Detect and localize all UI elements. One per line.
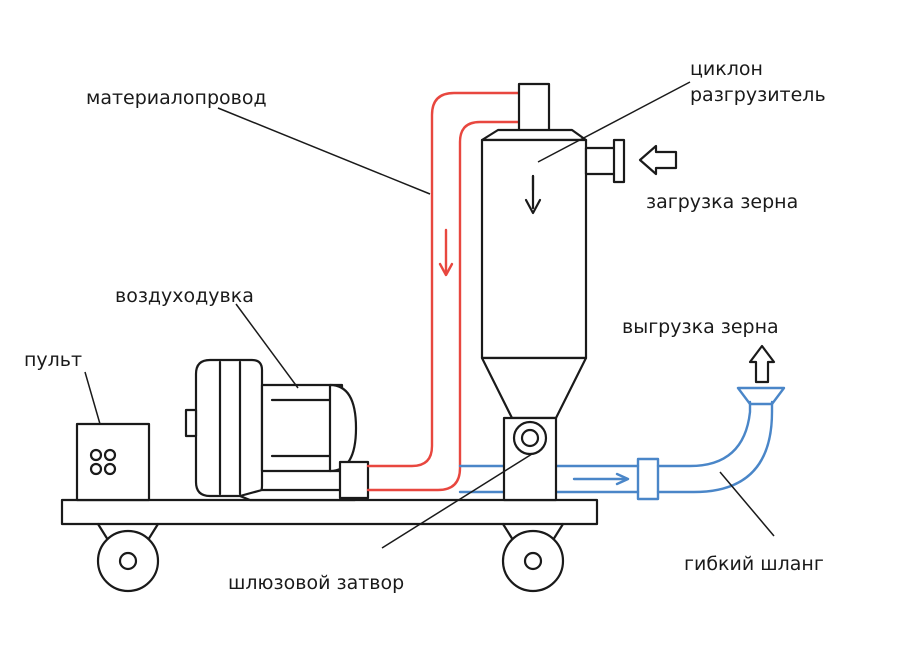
hose-funnel (736, 386, 786, 406)
cart (60, 498, 599, 593)
label-blower: воздуходувка (115, 285, 254, 307)
flexible-hose (656, 400, 752, 468)
label-pipeline: материалопровод (86, 87, 267, 109)
pipeline-inner (366, 120, 521, 492)
wheel-left (96, 522, 160, 593)
blower (184, 358, 370, 502)
control-panel (75, 422, 151, 502)
label-airlock: шлюзовой затвор (228, 572, 404, 594)
label-grain-loading: загрузка зерна (646, 191, 798, 213)
pipeline-outer (366, 91, 521, 468)
cart-platform (60, 498, 599, 526)
label-control-panel: пульт (24, 349, 82, 371)
loading-arrow (638, 144, 678, 176)
label-grain-unloading: выгрузка зерна (622, 316, 779, 338)
pressure-pipeline (366, 91, 521, 492)
hose-coupling (636, 457, 660, 501)
transport-pipeline (458, 386, 786, 501)
airlock (502, 416, 558, 502)
label-cyclone-line1: циклон (690, 58, 763, 80)
cyclone-outlet-pipe (517, 82, 551, 134)
wheel-right (501, 522, 565, 593)
cyclone-cone (480, 356, 588, 420)
label-flexible-hose: гибкий шланг (684, 553, 824, 575)
cyclone-body (480, 138, 588, 360)
leader-lines (84, 81, 775, 549)
cyclone-inlet (584, 146, 618, 176)
unloading-arrow (748, 344, 776, 384)
cyclone-separator (480, 82, 626, 420)
label-cyclone-line2: разгрузитель (690, 84, 826, 106)
